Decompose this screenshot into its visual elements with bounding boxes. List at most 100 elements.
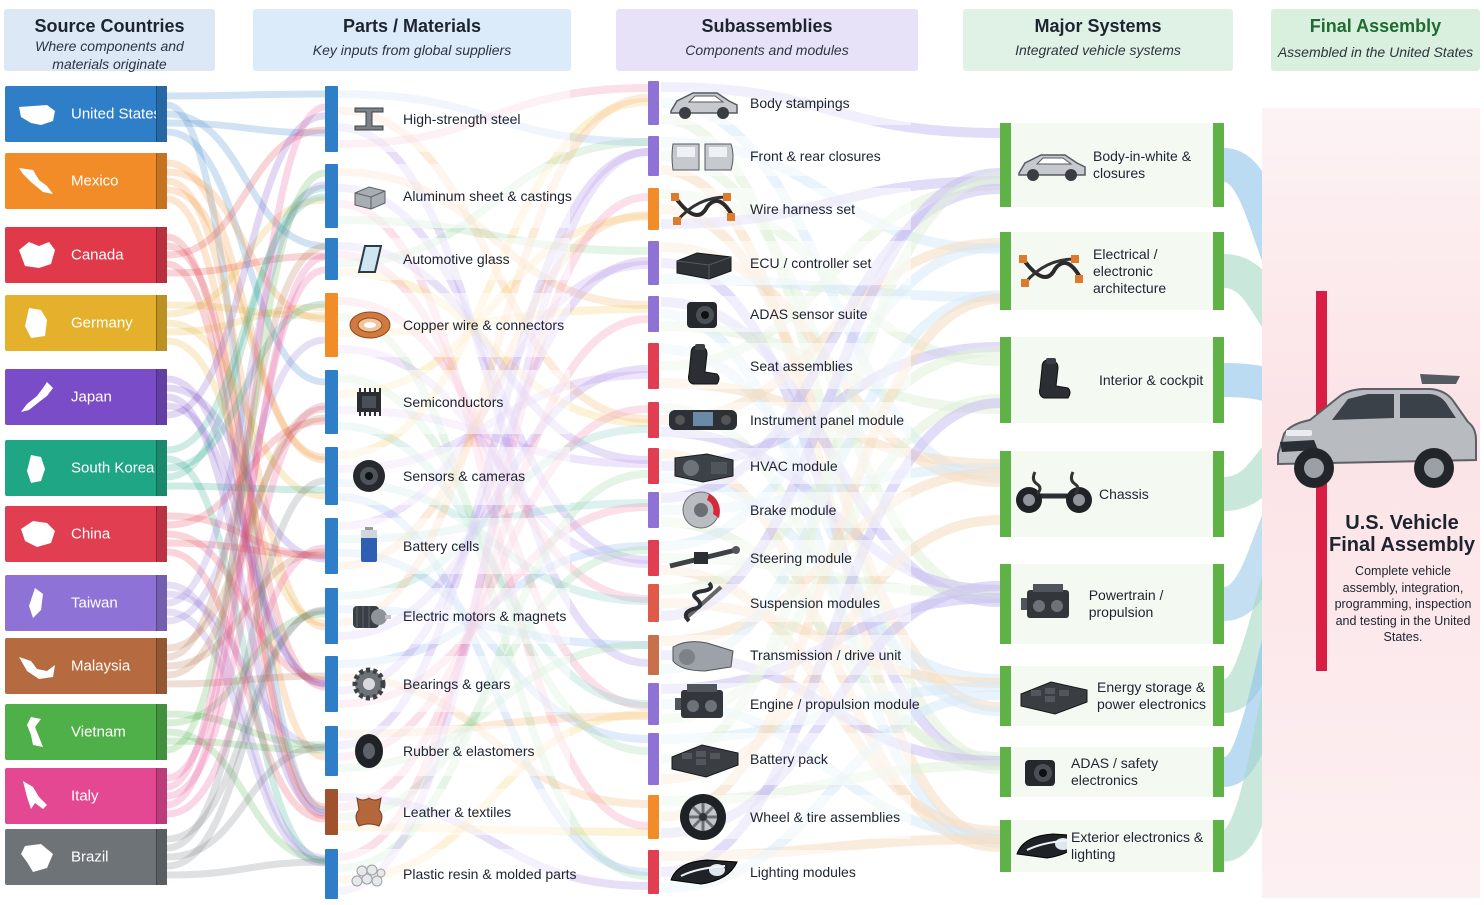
subassembly-label: HVAC module <box>750 458 838 474</box>
flow-country-part <box>166 482 326 494</box>
part-node <box>325 849 338 899</box>
header-subtitle: Components and modules <box>685 42 849 58</box>
system-adas-safety-electronics: ADAS / safety electronics <box>1000 747 1224 797</box>
country-node <box>156 440 167 496</box>
subassembly-instrument-panel-module: Instrument panel module <box>666 400 904 440</box>
header-subassemblies: Subassemblies Components and modules <box>616 9 918 71</box>
chip-icon <box>347 384 391 420</box>
header-subtitle: Where components and materials originate <box>35 38 184 72</box>
part-battery-cells: Battery cells <box>347 527 480 564</box>
subassembly-adas-sensor-suite: ADAS sensor suite <box>666 294 868 334</box>
brazil-map-icon <box>17 840 57 874</box>
system-label: Powertrain / propulsion <box>1088 587 1164 620</box>
engine-icon <box>666 684 740 724</box>
country-japan: Japan <box>5 369 167 425</box>
country-label: Mexico <box>71 172 119 190</box>
header-subtitle: Assembled in the United States <box>1277 44 1474 60</box>
gear-icon <box>347 666 391 702</box>
tire-icon <box>347 733 391 769</box>
part-label: Battery cells <box>403 538 480 554</box>
flow-country-part <box>166 512 326 560</box>
part-node <box>325 293 338 357</box>
flow-country-part <box>166 128 326 386</box>
flow-country-part <box>166 103 326 791</box>
country-malaysia: Malaysia <box>5 638 167 694</box>
subassembly-seat-assemblies: Seat assemblies <box>666 344 853 386</box>
subassembly-transmission-drive-unit: Transmission / drive unit <box>666 635 901 675</box>
wire-harness-icon <box>666 189 740 229</box>
subassembly-node <box>648 733 659 785</box>
part-copper-wire-connectors: Copper wire & connectors <box>347 307 564 343</box>
steel-beam-icon <box>347 101 391 137</box>
camera-module-icon <box>666 294 740 334</box>
part-label: High-strength steel <box>403 111 521 127</box>
headlamp-icon <box>1013 826 1067 866</box>
subassembly-wire-harness-set: Wire harness set <box>666 189 855 229</box>
mexico-map-icon <box>17 164 57 198</box>
final-assembly-title: U.S. Vehicle Final Assembly <box>1329 512 1475 556</box>
header-parts-materials: Parts / Materials Key inputs from global… <box>253 9 571 71</box>
taiwan-map-icon <box>17 586 57 620</box>
flow-country-part <box>166 168 326 323</box>
flow-country-part <box>166 607 326 843</box>
country-node <box>156 829 167 885</box>
subassembly-node <box>648 584 659 622</box>
wire-harness-icon <box>1015 241 1087 301</box>
country-vietnam: Vietnam <box>5 704 167 760</box>
canada-map-icon <box>17 238 57 272</box>
country-label: South Korea <box>71 459 155 477</box>
flow-country-part <box>166 193 326 454</box>
subassembly-battery-pack: Battery pack <box>666 739 828 779</box>
hvac-unit-icon <box>666 446 740 486</box>
vietnam-map-icon <box>17 715 57 749</box>
system-label: Exterior electronics & lighting <box>1071 829 1204 862</box>
flow-country-part <box>166 110 326 250</box>
system-label: Electrical / electronic architecture <box>1093 245 1167 296</box>
country-node <box>156 153 167 209</box>
subassembly-label: Lighting modules <box>750 864 856 880</box>
flow-country-part <box>166 608 326 867</box>
country-label: Vietnam <box>71 723 126 741</box>
country-label: United States <box>71 105 162 123</box>
chassis-icon <box>1015 464 1093 524</box>
part-aluminum-sheet-castings: Aluminum sheet & castings <box>347 178 572 214</box>
system-label: Chassis <box>1099 485 1149 502</box>
flow-country-part <box>166 243 326 661</box>
header-title: Parts / Materials <box>342 16 482 36</box>
flow-country-part <box>166 101 326 814</box>
flow-country-part <box>166 242 326 691</box>
suv-vehicle-icon <box>1270 372 1480 497</box>
flow-country-part <box>166 393 326 817</box>
subassembly-label: Body stampings <box>750 95 850 111</box>
flow-country-part <box>166 126 326 259</box>
part-label: Bearings & gears <box>403 676 511 692</box>
flow-country-part <box>166 414 326 652</box>
flow-country-part <box>166 196 326 318</box>
flow-country-part <box>166 303 326 336</box>
part-label: Electric motors & magnets <box>403 608 567 624</box>
flow-country-part <box>166 253 326 809</box>
china-map-icon <box>17 517 57 551</box>
part-label: Plastic resin & molded parts <box>403 866 577 882</box>
part-sensors-cameras: Sensors & cameras <box>347 458 525 494</box>
engine-icon <box>1015 574 1083 634</box>
car-doors-icon <box>666 136 740 176</box>
header-title: Final Assembly <box>1309 16 1442 36</box>
system-label: Interior & cockpit <box>1099 371 1204 388</box>
subassembly-node <box>648 683 659 725</box>
part-node <box>325 656 338 712</box>
subassembly-label: Seat assemblies <box>750 358 853 374</box>
system-chassis: Chassis <box>1000 451 1224 537</box>
flow-country-part <box>166 252 326 277</box>
subassembly-label: ECU / controller set <box>750 255 872 271</box>
country-brazil: Brazil <box>5 829 167 885</box>
header-subtitle: Key inputs from global suppliers <box>312 42 512 58</box>
flow-country-part <box>166 544 326 818</box>
part-label: Aluminum sheet & castings <box>403 188 572 204</box>
subassembly-node <box>648 343 659 389</box>
battery-cell-icon <box>347 527 391 564</box>
subassembly-node <box>648 81 659 125</box>
final-assembly-panel <box>1262 108 1480 898</box>
brake-disc-icon <box>666 490 740 530</box>
flow-country-part <box>166 530 326 684</box>
